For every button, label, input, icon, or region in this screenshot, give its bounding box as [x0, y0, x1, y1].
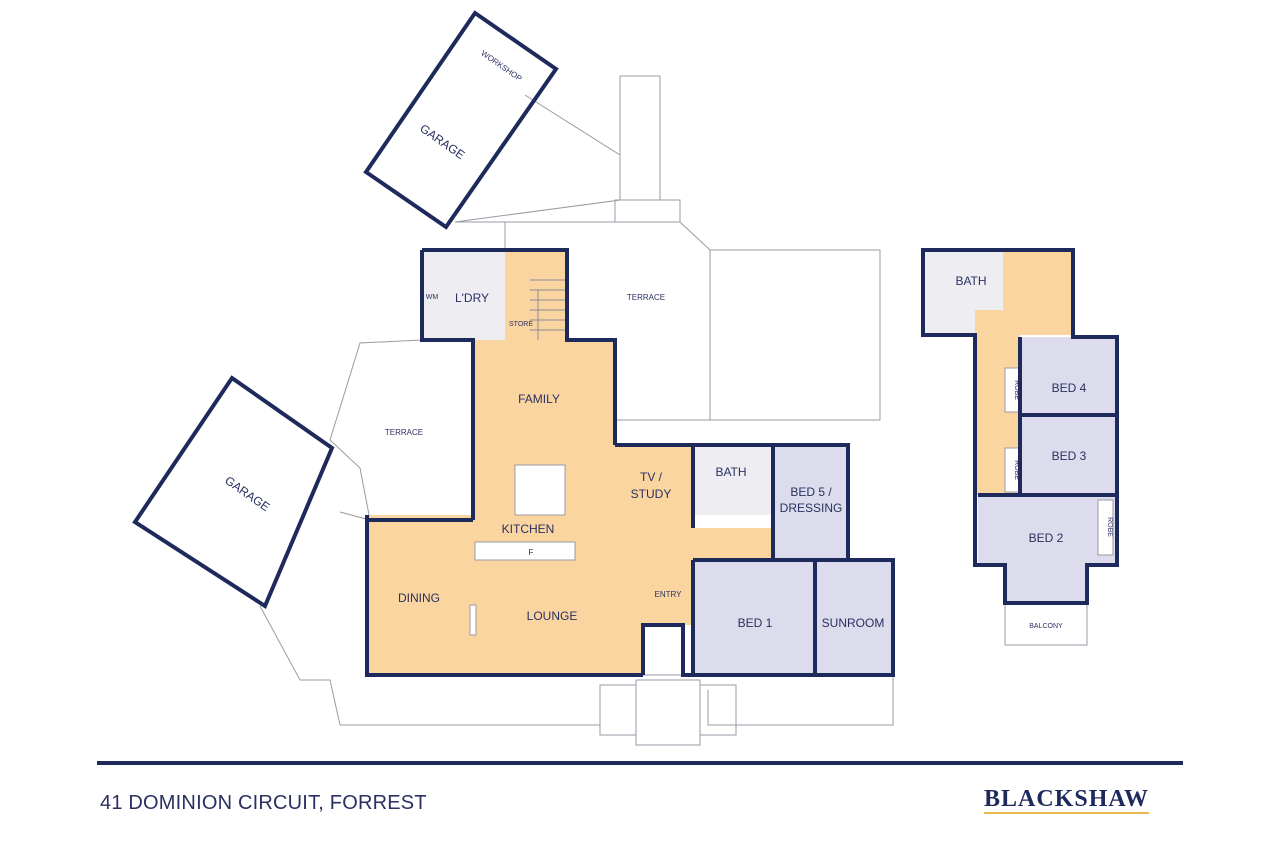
blackshaw-logo: BLACKSHAW [984, 786, 1150, 814]
label-robe3: ROBE [1013, 460, 1020, 480]
label-dining: DINING [398, 591, 440, 605]
label-terrace-left: TERRACE [385, 428, 423, 437]
label-bed2: BED 2 [1029, 531, 1064, 545]
label-fridge: F [529, 548, 534, 557]
label-bed5-2: DRESSING [780, 501, 843, 515]
label-bed1: BED 1 [738, 616, 773, 630]
ground-floor [365, 248, 895, 677]
label-bed4: BED 4 [1052, 381, 1087, 395]
label-sunroom: SUNROOM [822, 616, 885, 630]
label-lounge: LOUNGE [527, 609, 578, 623]
garage-top [363, 10, 559, 230]
label-wm: WM [426, 294, 439, 301]
label-robe4: ROBE [1013, 380, 1020, 400]
label-balcony: BALCONY [1029, 623, 1063, 630]
label-kitchen: KITCHEN [502, 522, 555, 536]
label-laundry: L'DRY [455, 291, 489, 305]
property-address: 41 DOMINION CIRCUIT, FORREST [100, 792, 427, 814]
label-bed5-1: BED 5 / [790, 485, 832, 499]
label-family: FAMILY [518, 392, 560, 406]
label-garage-top: GARAGE [417, 121, 467, 162]
footer-divider [97, 761, 1183, 765]
label-bath-upper: BATH [955, 274, 986, 288]
garage-left [132, 375, 335, 609]
label-tv-study-2: STUDY [631, 487, 672, 501]
label-workshop: WORKSHOP [479, 49, 523, 84]
label-bath-ground: BATH [715, 465, 746, 479]
upper-floor [921, 248, 1119, 646]
label-bed3: BED 3 [1052, 449, 1087, 463]
label-terrace-top: TERRACE [627, 293, 665, 302]
label-garage-left: GARAGE [222, 473, 272, 514]
label-store: STORE [509, 321, 533, 328]
label-tv-study-1: TV / [640, 470, 663, 484]
label-robe2: ROBE [1106, 517, 1113, 537]
label-entry: ENTRY [655, 590, 683, 599]
